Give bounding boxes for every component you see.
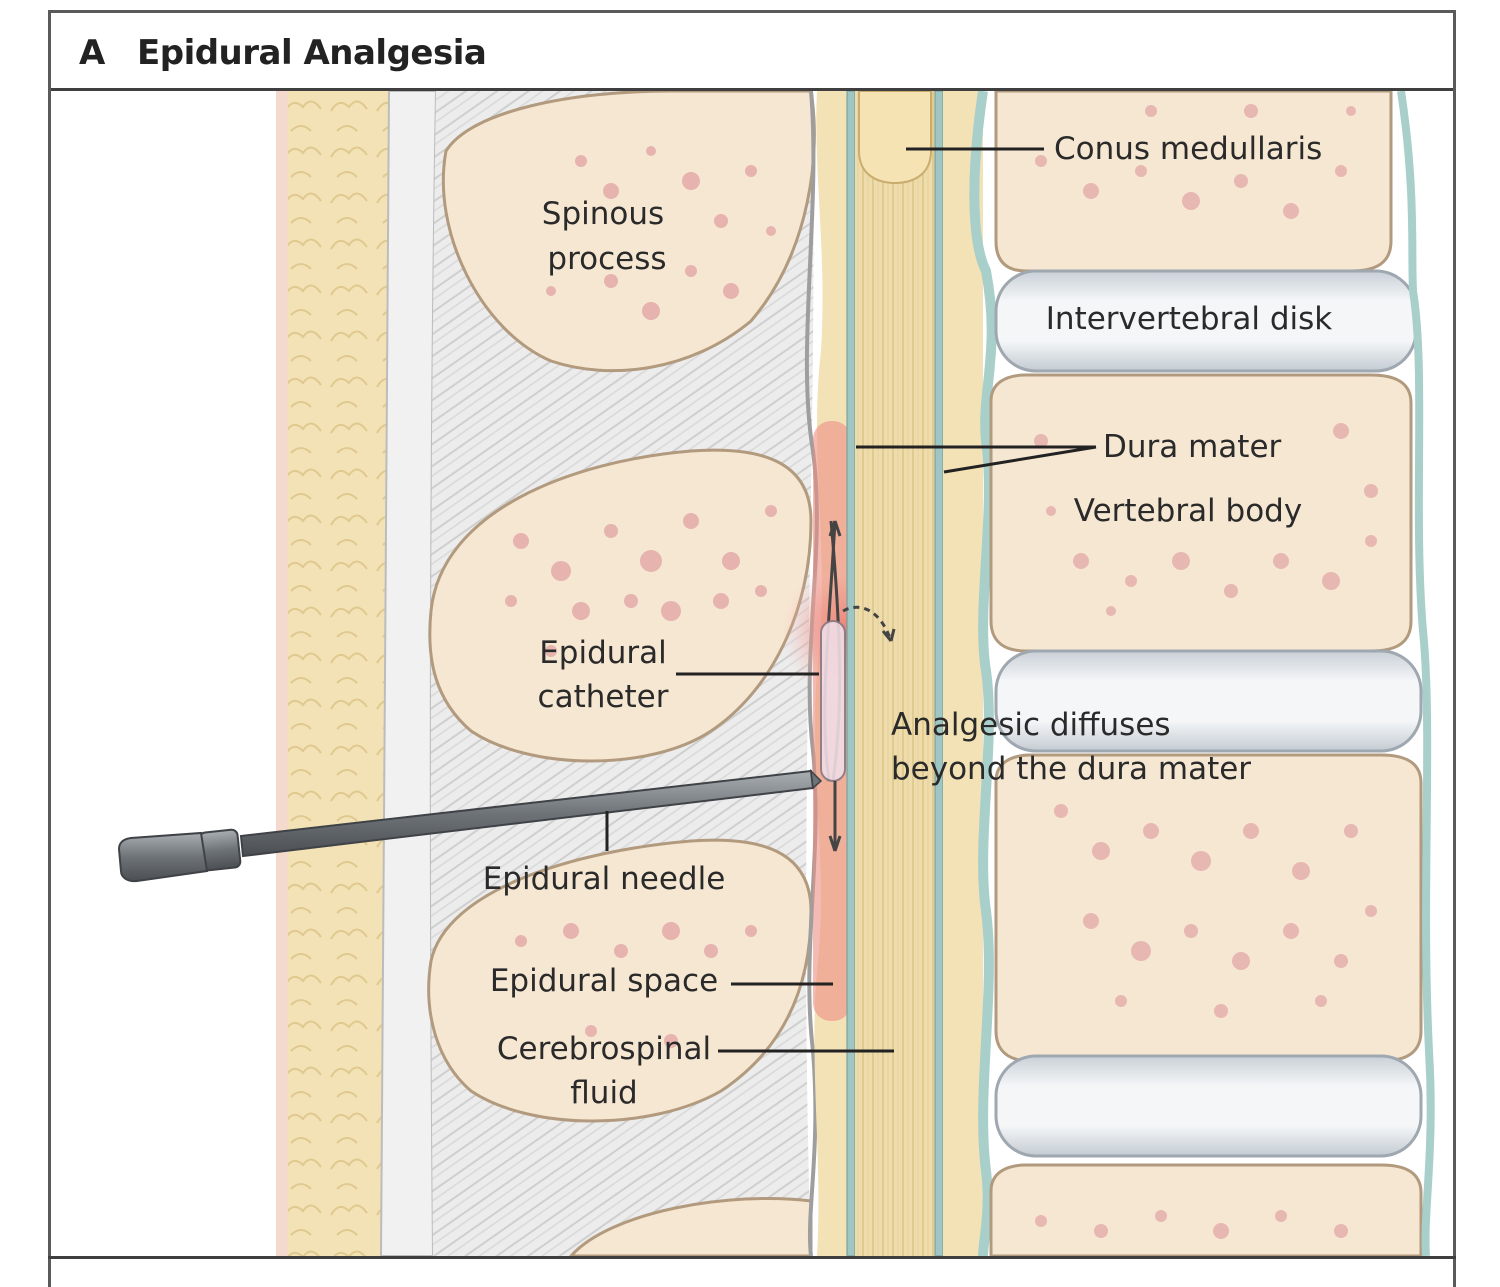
label-epidural-needle: Epidural needle xyxy=(483,861,726,897)
label-csf-line2: fluid xyxy=(570,1075,637,1111)
epidural-catheter xyxy=(820,520,896,852)
vertebral-body-3 xyxy=(994,753,1423,1063)
label-dura-mater: Dura mater xyxy=(1103,429,1282,465)
subcutaneous-fat xyxy=(276,91,388,1256)
intervertebral-disk-2 xyxy=(994,649,1423,753)
spinous-process-top xyxy=(441,91,816,373)
spine-illustration: Conus medullaris Spinous process Interve… xyxy=(51,91,1453,1256)
anterior-longitudinal-ligament xyxy=(1397,91,1435,1256)
vertebral-body-4 xyxy=(989,1163,1423,1256)
label-spinous-process-line2: process xyxy=(547,241,666,277)
figure-bottom-rule xyxy=(48,1256,1456,1259)
label-spinous-process-line1: Spinous xyxy=(542,196,664,232)
label-vertebral-body: Vertebral body xyxy=(1074,493,1302,529)
label-intervertebral-disk: Intervertebral disk xyxy=(1046,301,1332,337)
figure-frame xyxy=(48,10,1456,1287)
label-analgesic-line2: beyond the dura mater xyxy=(891,751,1251,787)
spinous-process-partial xyxy=(568,1196,813,1256)
label-conus-medullaris: Conus medullaris xyxy=(1054,131,1322,167)
figure-header: A Epidural Analgesia xyxy=(51,13,1453,91)
label-epidural-catheter-line2: catheter xyxy=(538,679,669,715)
label-csf-line1: Cerebrospinal xyxy=(497,1031,711,1067)
epidural-needle xyxy=(117,768,823,883)
anterior-epidural-fat xyxy=(943,91,983,1256)
vertebral-body-1 xyxy=(994,91,1393,273)
panel-letter: A xyxy=(79,33,106,73)
dura-mater-posterior xyxy=(846,91,856,1256)
spinous-process-bottom xyxy=(427,838,813,1123)
intervertebral-disk-3 xyxy=(994,1054,1423,1158)
ligamentum-flavum xyxy=(804,91,819,1256)
cauda-equina xyxy=(855,91,935,1256)
panel-title: Epidural Analgesia xyxy=(137,33,487,73)
dura-mater-anterior xyxy=(934,91,944,1256)
label-epidural-catheter-line1: Epidural xyxy=(539,635,667,671)
posterior-longitudinal-ligament xyxy=(969,91,997,1256)
leader-lines xyxy=(605,147,1097,1053)
label-epidural-space: Epidural space xyxy=(490,963,718,999)
label-analgesic-line1: Analgesic diffuses xyxy=(891,707,1171,743)
conus-medullaris xyxy=(858,91,932,185)
vertebral-body-2 xyxy=(989,373,1413,653)
supraspinous-ligament xyxy=(379,91,438,1256)
